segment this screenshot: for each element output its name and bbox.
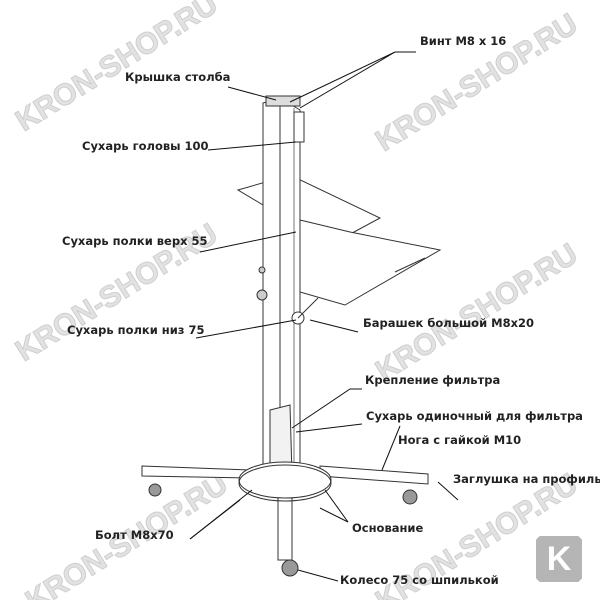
label-screw: Винт М8 х 16 — [420, 34, 507, 48]
wheel-front — [281, 559, 299, 577]
label-filter-mount: Крепление фильтра — [365, 373, 501, 387]
label-wheel: Колесо 75 со шпилькой — [340, 573, 499, 587]
label-post-cap: Крышка столба — [125, 70, 231, 84]
label-base: Основание — [352, 521, 424, 535]
post-cap — [265, 95, 301, 107]
wheel-left — [148, 483, 162, 497]
lower-shelf — [299, 219, 442, 306]
wheel-right — [402, 489, 418, 505]
label-head-block: Сухарь головы 100 — [82, 139, 209, 153]
label-shelf-bottom-block: Сухарь полки низ 75 — [67, 323, 205, 337]
leg-left — [141, 465, 251, 479]
leg-right — [319, 465, 429, 485]
base-disc — [238, 461, 332, 499]
label-end-cap: Заглушка на профиль — [453, 472, 600, 486]
head-block — [293, 111, 305, 143]
label-filter-block: Сухарь одиночный для фильтра — [366, 409, 583, 423]
label-bolt: Болт М8х70 — [95, 528, 174, 542]
label-leg: Нога с гайкой М10 — [398, 433, 522, 447]
shop-logo: K — [536, 536, 582, 582]
leg-front — [277, 494, 293, 561]
label-shelf-top-block: Сухарь полки верх 55 — [62, 234, 208, 248]
label-wing-nut: Барашек большой М8х20 — [363, 316, 535, 330]
